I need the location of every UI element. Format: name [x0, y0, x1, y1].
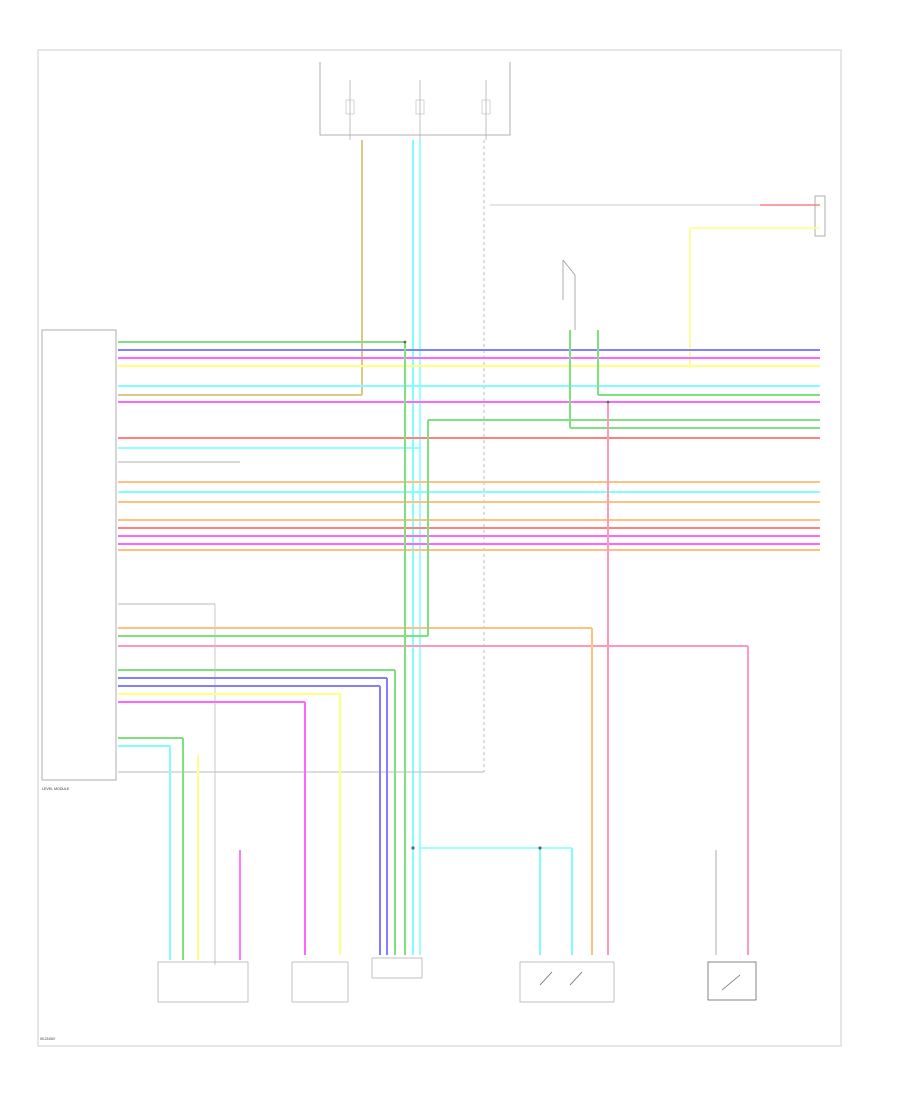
- component-c5: [707, 961, 757, 1001]
- bottom-components: [157, 957, 757, 1003]
- footer-code: W1234567: [40, 1037, 56, 1041]
- right-connector: [689, 195, 826, 368]
- drop-wires: [169, 628, 749, 960]
- component-c2: [291, 961, 349, 1003]
- diagram-frame: [37, 49, 842, 1047]
- component-c4: [519, 961, 615, 1003]
- connector-dots: [403, 340, 610, 850]
- component-c3: [371, 957, 423, 979]
- green-risers: [404, 330, 820, 955]
- fuse-box: [319, 62, 511, 140]
- component-c1: [157, 961, 249, 1003]
- fuse-feed-wires: [118, 140, 820, 955]
- module-wires: [118, 341, 820, 965]
- module-label: LEVEL MODULE: [42, 787, 70, 791]
- top-switch: [562, 259, 576, 330]
- control-module: [41, 329, 117, 781]
